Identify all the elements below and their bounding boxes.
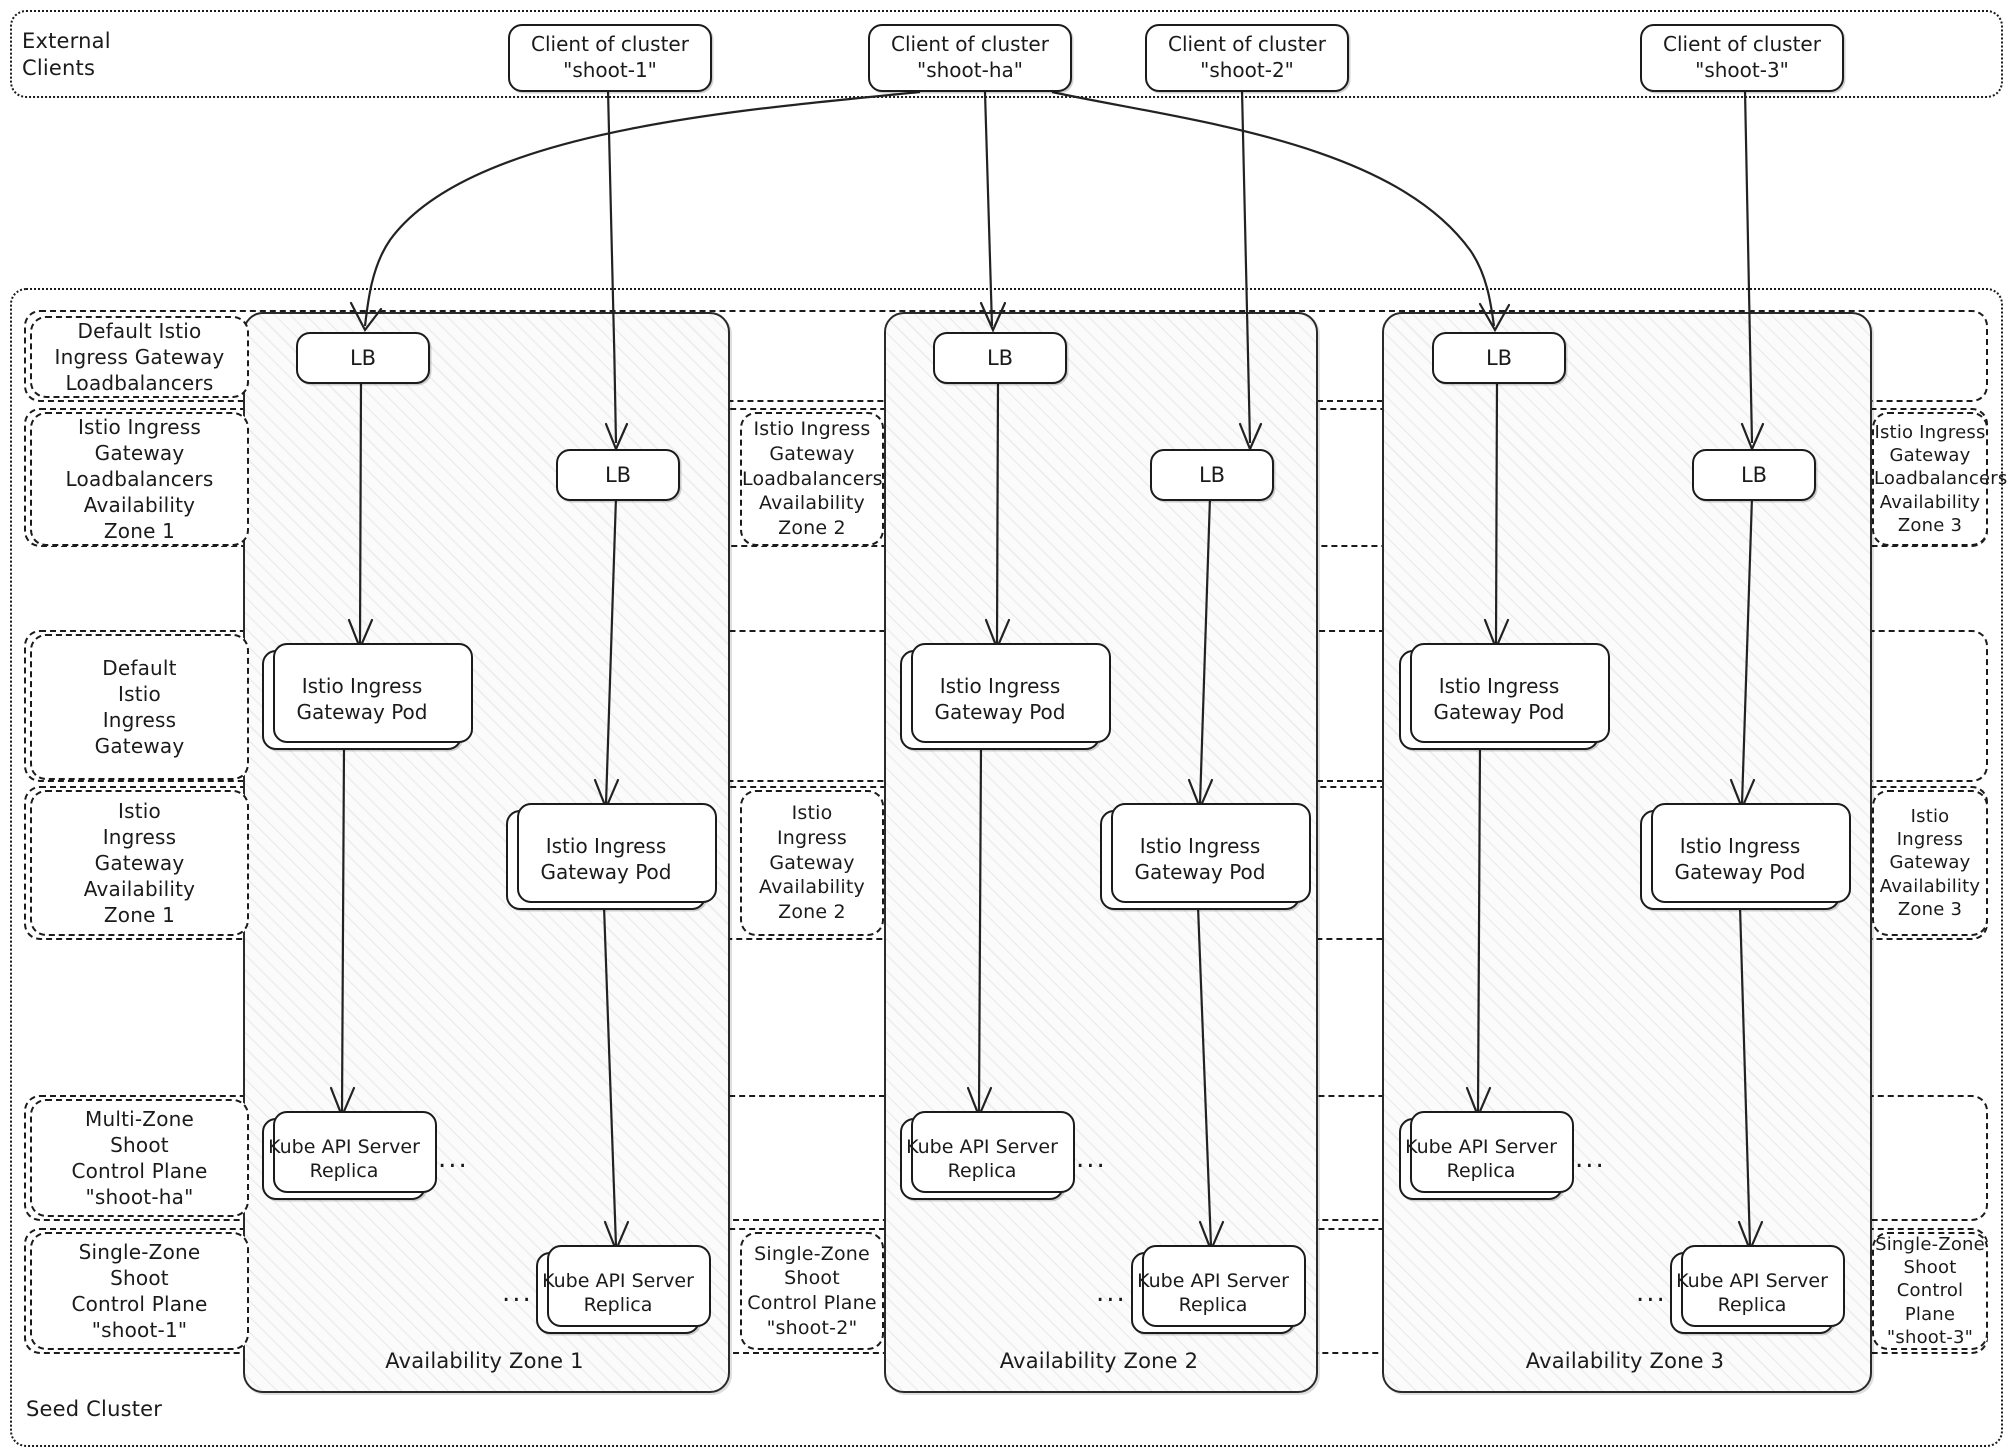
availability-zone-1-footer: Availability Zone 1 bbox=[385, 1349, 584, 1373]
label-istio-gateway-zone-3: Istio Ingress Gateway Availability Zone … bbox=[1872, 790, 1988, 936]
external-clients-label: External Clients bbox=[22, 29, 111, 81]
label-default-istio-gateway: Default Istio Ingress Gateway bbox=[30, 634, 249, 780]
external-clients-group bbox=[10, 10, 2003, 98]
zone1-shoot-apiserver-ellipsis: ... bbox=[502, 1278, 533, 1308]
zone2-default-istio-gateway-pod[interactable]: Istio Ingress Gateway Pod bbox=[900, 643, 1111, 750]
zone1-ha-kube-apiserver-replica[interactable]: Kube API Server Replica bbox=[262, 1111, 437, 1200]
label-istio-loadbalancers-zone-3: Istio Ingress Gateway Loadbalancers Avai… bbox=[1872, 412, 2008, 546]
zone1-default-loadbalancer[interactable]: LB bbox=[296, 332, 430, 384]
zone3-shoot-apiserver-ellipsis: ... bbox=[1636, 1278, 1667, 1308]
label-text: Istio Ingress Gateway Availability Zone … bbox=[759, 802, 865, 924]
zone1-zonal-istio-gateway-pod[interactable]: Istio Ingress Gateway Pod bbox=[506, 803, 717, 910]
zone2-zonal-istio-gateway-pod[interactable]: Istio Ingress Gateway Pod bbox=[1100, 803, 1311, 910]
zone1-shoot-kube-apiserver-replica[interactable]: Kube API Server Replica bbox=[536, 1245, 711, 1334]
client-shoot-1[interactable]: Client of cluster "shoot-1" bbox=[508, 24, 712, 92]
zone2-default-loadbalancer[interactable]: LB bbox=[933, 332, 1067, 384]
zone2-ha-kube-apiserver-replica[interactable]: Kube API Server Replica bbox=[900, 1111, 1075, 1200]
label-singlezone-shoot-1: Single-Zone Shoot Control Plane "shoot-1… bbox=[30, 1232, 249, 1350]
label-istio-loadbalancers-zone-1: Istio Ingress Gateway Loadbalancers Avai… bbox=[30, 412, 249, 546]
zone3-default-loadbalancer[interactable]: LB bbox=[1432, 332, 1566, 384]
label-text: Istio Ingress Gateway Availability Zone … bbox=[83, 799, 196, 927]
label-text: Default Istio Ingress Gateway bbox=[94, 656, 185, 758]
label-istio-gateway-zone-1: Istio Ingress Gateway Availability Zone … bbox=[30, 790, 249, 936]
zone2-shoot-apiserver-ellipsis: ... bbox=[1096, 1278, 1127, 1308]
label-text: Single-Zone Shoot Control Plane "shoot-3… bbox=[1875, 1233, 1985, 1349]
availability-zone-2-footer: Availability Zone 2 bbox=[999, 1349, 1199, 1373]
zone1-zonal-loadbalancer[interactable]: LB bbox=[556, 449, 680, 501]
label-text: Default Istio Ingress Gateway Loadbalanc… bbox=[54, 319, 225, 395]
seed-cluster-group bbox=[10, 288, 2003, 1447]
seed-cluster-label: Seed Cluster bbox=[26, 1397, 163, 1421]
label-istio-loadbalancers-zone-2: Istio Ingress Gateway Loadbalancers Avai… bbox=[740, 412, 884, 546]
label-text: Istio Ingress Gateway Loadbalancers Avai… bbox=[65, 415, 214, 543]
zone3-zonal-istio-gateway-pod[interactable]: Istio Ingress Gateway Pod bbox=[1640, 803, 1851, 910]
label-singlezone-shoot-2: Single-Zone Shoot Control Plane "shoot-2… bbox=[740, 1232, 884, 1350]
zone2-zonal-loadbalancer[interactable]: LB bbox=[1150, 449, 1274, 501]
zone3-zonal-loadbalancer[interactable]: LB bbox=[1692, 449, 1816, 501]
label-singlezone-shoot-3: Single-Zone Shoot Control Plane "shoot-3… bbox=[1872, 1232, 1988, 1350]
label-text: Istio Ingress Gateway Loadbalancers Avai… bbox=[742, 418, 883, 540]
label-istio-gateway-zone-2: Istio Ingress Gateway Availability Zone … bbox=[740, 790, 884, 936]
label-multizone-shoot-ha: Multi-Zone Shoot Control Plane "shoot-ha… bbox=[30, 1099, 249, 1217]
label-default-istio-loadbalancers: Default Istio Ingress Gateway Loadbalanc… bbox=[30, 316, 249, 398]
client-shoot-ha[interactable]: Client of cluster "shoot-ha" bbox=[868, 24, 1072, 92]
zone1-ha-apiserver-ellipsis: ... bbox=[438, 1144, 469, 1174]
zone2-shoot-kube-apiserver-replica[interactable]: Kube API Server Replica bbox=[1131, 1245, 1306, 1334]
label-text: Multi-Zone Shoot Control Plane "shoot-ha… bbox=[71, 1107, 208, 1209]
client-shoot-2[interactable]: Client of cluster "shoot-2" bbox=[1145, 24, 1349, 92]
label-text: Istio Ingress Gateway Availability Zone … bbox=[1879, 805, 1981, 921]
zone3-ha-kube-apiserver-replica[interactable]: Kube API Server Replica bbox=[1399, 1111, 1574, 1200]
zone2-ha-apiserver-ellipsis: ... bbox=[1076, 1144, 1107, 1174]
zone3-default-istio-gateway-pod[interactable]: Istio Ingress Gateway Pod bbox=[1399, 643, 1610, 750]
label-text: Single-Zone Shoot Control Plane "shoot-1… bbox=[71, 1240, 208, 1342]
zone3-shoot-kube-apiserver-replica[interactable]: Kube API Server Replica bbox=[1670, 1245, 1845, 1334]
availability-zone-3-footer: Availability Zone 3 bbox=[1525, 1349, 1725, 1373]
label-text: Istio Ingress Gateway Loadbalancers Avai… bbox=[1874, 421, 2008, 537]
label-text: Single-Zone Shoot Control Plane "shoot-2… bbox=[747, 1242, 877, 1339]
zone3-ha-apiserver-ellipsis: ... bbox=[1575, 1144, 1606, 1174]
zone1-default-istio-gateway-pod[interactable]: Istio Ingress Gateway Pod bbox=[262, 643, 473, 750]
client-shoot-3[interactable]: Client of cluster "shoot-3" bbox=[1640, 24, 1844, 92]
